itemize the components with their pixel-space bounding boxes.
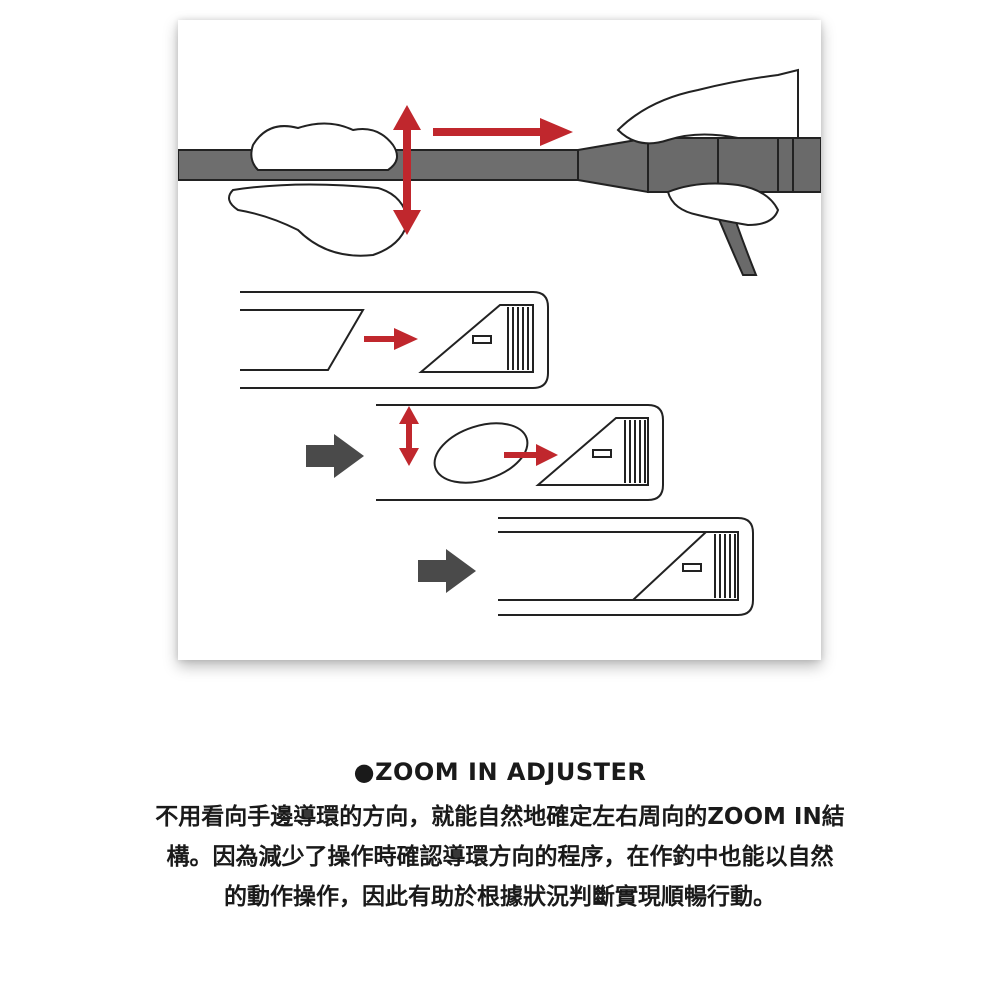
step-arrow-2 xyxy=(306,434,364,478)
step-2-tube xyxy=(376,404,664,501)
description-line-2: 構。因為減少了操作時確認導環方向的程序，在作釣中也能以自然 xyxy=(166,844,834,870)
step-1-tube xyxy=(240,291,549,389)
left-hand xyxy=(228,122,410,257)
rotation-arrow-vertical xyxy=(393,105,421,235)
step-arrow-3 xyxy=(418,549,476,593)
description-line-1: 不用看向手邊導環的方向，就能自然地確定左右周向的ZOOM IN結 xyxy=(155,804,845,830)
step-3-tube xyxy=(498,517,754,616)
step-2-slide-arrow xyxy=(504,444,558,466)
zoom-adjuster-diagram xyxy=(178,68,821,616)
step-2-rotate-arrow xyxy=(399,406,419,466)
right-hand xyxy=(616,68,799,227)
step-1-red-arrow xyxy=(364,328,418,350)
description-line-3: 的動作操作，因此有助於根據狀況判斷實現順暢行動。 xyxy=(224,884,776,910)
slide-arrow-right xyxy=(433,118,573,146)
section-heading: ●ZOOM IN ADJUSTER xyxy=(353,758,647,786)
illustration-panel xyxy=(178,20,821,660)
